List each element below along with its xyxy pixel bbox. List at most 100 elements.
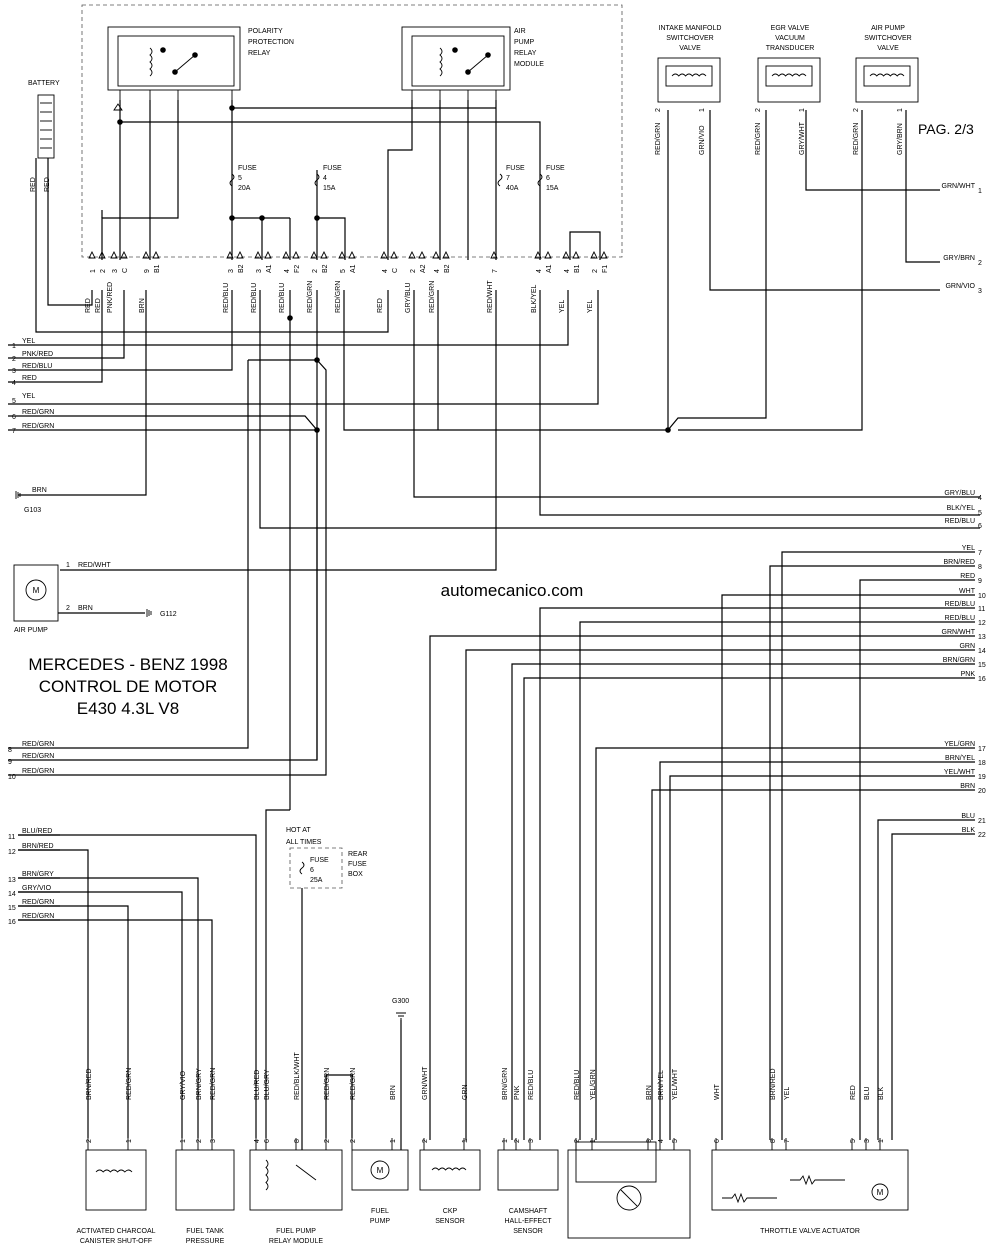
bottom-wire-label: BLK	[878, 1086, 885, 1100]
valve-label: SWITCHOVER	[864, 35, 911, 42]
ckp-sensor-label: CKP	[443, 1208, 458, 1215]
connector-pin-label: 4	[434, 269, 441, 273]
wire-right-ref	[659, 761, 975, 1140]
relay-contact	[172, 69, 178, 75]
valve-inner	[765, 65, 813, 87]
relay-label: POLARITY	[248, 28, 283, 35]
connector-pin-label: F1	[602, 265, 609, 273]
wire-redblu-6	[259, 290, 980, 529]
relay-contact	[465, 69, 471, 75]
wire-redgrn-9	[8, 430, 318, 761]
fuse-number: 5	[238, 175, 242, 182]
connector-pin-label: C	[392, 268, 399, 273]
rear-fuse-symbol	[299, 861, 305, 875]
wire-right-ref	[651, 789, 975, 1140]
bottom-wire-label: RED/GRN	[210, 1068, 217, 1100]
right-ref-wire: BLK	[962, 827, 976, 834]
wire-right-ref	[595, 747, 975, 1140]
right-ref-wire: GRN/WHT	[942, 629, 976, 636]
page-number: PAG. 2/3	[918, 121, 974, 137]
connector-wire-label: BLK/YEL	[531, 284, 538, 313]
splice-dot	[229, 215, 235, 221]
polarity-relay-switch	[174, 54, 196, 73]
ground-label: G112	[160, 611, 177, 618]
air-pump-relay-coil	[439, 47, 443, 77]
right-ref-wire: BRN	[960, 783, 975, 790]
right-ref-wire: GRN/VIO	[945, 283, 975, 290]
bottom-wire-label: RED/GRN	[324, 1068, 331, 1100]
fuse-amp: 40A	[506, 185, 519, 192]
valve-coil	[771, 73, 807, 77]
connector-pin-arrow	[226, 250, 234, 259]
connector-wire-label: BRN	[139, 298, 146, 313]
splice-dot	[117, 119, 123, 125]
wire-brngry-13	[18, 877, 199, 1138]
relay-contact	[160, 47, 166, 53]
ground-label: G300	[392, 998, 409, 1005]
valve-label: VALVE	[679, 45, 701, 52]
right-ref-number: 22	[978, 832, 986, 839]
wire-redgrn-16	[18, 919, 213, 1138]
connector-pin-arrow	[490, 250, 498, 259]
connector-wire-label: RED	[377, 298, 384, 313]
connector-pin-arrow	[562, 250, 570, 259]
bottom-pin-label: 1	[126, 1139, 133, 1143]
connector-pin-label: 4	[284, 269, 291, 273]
fuel-pump-relay-switch	[295, 1164, 317, 1181]
left-ref-wire: RED/GRN	[22, 768, 54, 775]
right-ref-wire: YEL	[962, 545, 975, 552]
relay-label: MODULE	[514, 61, 544, 68]
wire-relay-pin3	[101, 100, 179, 260]
ground-icon	[15, 491, 21, 499]
air-pump-relay-box	[401, 26, 511, 91]
ground-label: G103	[24, 507, 41, 514]
maf-resistor-group	[575, 1141, 657, 1183]
title-line: CONTROL DE MOTOR	[39, 677, 218, 696]
connector-pin-label: 2	[592, 269, 599, 273]
connector-pin-label: 2	[410, 269, 417, 273]
air-pump-wire: BRN	[78, 605, 93, 612]
bottom-pin-label: 1	[390, 1139, 397, 1143]
wire-right-ref	[539, 607, 975, 1140]
valve-label: EGR VALVE	[771, 25, 810, 32]
left-ref-number: 7	[12, 428, 16, 435]
wires	[8, 100, 980, 1150]
bottom-wire-label: BRN/GRY	[196, 1068, 203, 1100]
connector-pin-arrow	[264, 250, 272, 259]
wire-fuse4-bus	[317, 217, 346, 260]
connector-pin-arrow	[320, 250, 328, 259]
wire-redgrn-8	[8, 360, 249, 749]
ckp-coil	[431, 1167, 467, 1171]
left-ref-number: 14	[8, 891, 16, 898]
connector-pin-arrow	[348, 250, 356, 259]
left-ref-wire: GRY/VIO	[22, 885, 52, 892]
bottom-pin-label: 3	[646, 1139, 653, 1143]
valve-label: INTAKE MANIFOLD	[659, 25, 722, 32]
valve-pin-label: 1	[699, 108, 706, 112]
wire-right-ref	[523, 677, 975, 1140]
wire-redgrn-fpump	[325, 1074, 353, 1138]
bottom-pin-label: 2	[574, 1139, 581, 1143]
bottom-pin-label: 5	[672, 1139, 679, 1143]
bottom-pin-label: 6	[264, 1139, 271, 1143]
right-ref-number: 1	[978, 188, 982, 195]
bottom-pin-label: 3	[528, 1139, 535, 1143]
wire-right-ref	[579, 621, 975, 1140]
fuse-symbol	[229, 173, 235, 187]
bottom-wire-label: BLU/RED	[254, 1070, 261, 1100]
rear-fuse-hot-label: HOT AT	[286, 827, 311, 834]
fuse-amp: 15A	[323, 185, 336, 192]
connector-pin-label: A2	[420, 264, 427, 273]
connector-pin-label: 4	[382, 269, 389, 273]
title-line: E430 4.3L V8	[77, 699, 179, 718]
fuse-amp: 15A	[546, 185, 559, 192]
rear-fuse-hot-label: ALL TIMES	[286, 839, 322, 846]
right-ref-wire: BLK/YEL	[947, 505, 976, 512]
connector-pin-arrow	[236, 250, 244, 259]
bottom-wire-label: WHT	[714, 1083, 721, 1100]
left-ref-wire: RED/GRN	[22, 899, 54, 906]
connector-pin-label: B1	[574, 264, 581, 273]
valve-wire-label: GRY/WHT	[799, 121, 806, 155]
right-ref-wire: RED	[960, 573, 975, 580]
bottom-pin-label: 1	[878, 1139, 885, 1143]
